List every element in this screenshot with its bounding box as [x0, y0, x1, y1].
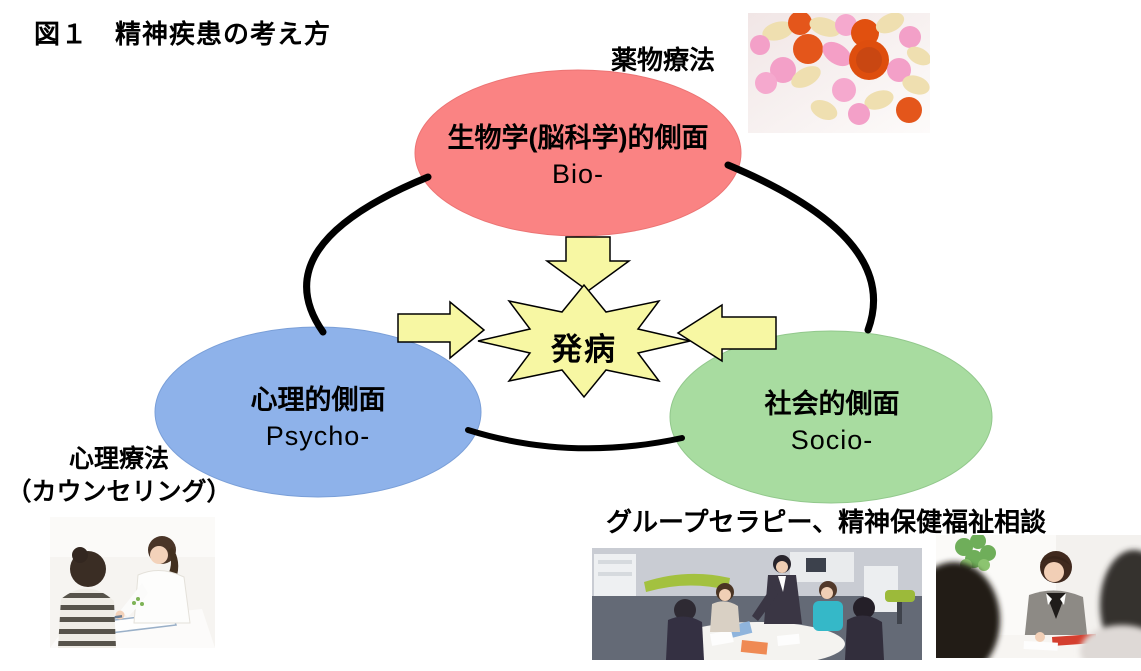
pills-photo: [748, 13, 930, 133]
socio-aspect-label: 社会的側面: [764, 389, 900, 419]
socio-aspect-text: 社会的側面 Socio-: [662, 386, 1002, 458]
socio-aspect-prefix: Socio-: [790, 425, 874, 455]
figure-title: 図１ 精神疾患の考え方: [34, 19, 332, 49]
psychotherapy-label: 心理療法 （カウンセリング）: [0, 443, 238, 509]
psychotherapy-label-line2: （カウンセリング）: [6, 478, 232, 506]
psycho-socio-arc: [465, 427, 685, 452]
bio-ellipse: [414, 69, 742, 237]
psycho-aspect-label: 心理的側面: [250, 385, 386, 415]
bio-psycho-arc: [303, 173, 432, 336]
psycho-aspect-prefix: Psycho-: [265, 421, 371, 451]
group-therapy-photo: [592, 548, 922, 660]
group-therapy-label: グループセラピー、精神保健福祉相談: [606, 507, 1047, 537]
bio-aspect-prefix: Bio-: [551, 159, 604, 189]
bio-aspect-label: 生物学(脳科学)的側面: [447, 123, 709, 153]
group-therapy-art: [594, 552, 915, 660]
onset-star: [477, 283, 691, 399]
drug-therapy-label: 薬物療法: [611, 45, 716, 75]
psycho-to-onset-arrow: [397, 300, 486, 360]
consultation-photo: [936, 535, 1141, 658]
socio-to-onset-arrow: [676, 303, 777, 363]
pills-art: [750, 13, 930, 125]
counseling-photo: [50, 517, 215, 648]
bio-socio-arc: [724, 161, 878, 334]
bio-to-onset-arrow: [544, 236, 632, 292]
onset-label: 発病: [551, 332, 617, 367]
consultation-art: [936, 535, 1141, 658]
bio-aspect-text: 生物学(脳科学)的側面 Bio-: [408, 120, 748, 192]
counseling-art: [50, 536, 215, 648]
psycho-aspect-text: 心理的側面 Psycho-: [148, 382, 488, 454]
psychotherapy-label-line1: 心理療法: [68, 445, 169, 473]
socio-ellipse: [669, 330, 993, 504]
